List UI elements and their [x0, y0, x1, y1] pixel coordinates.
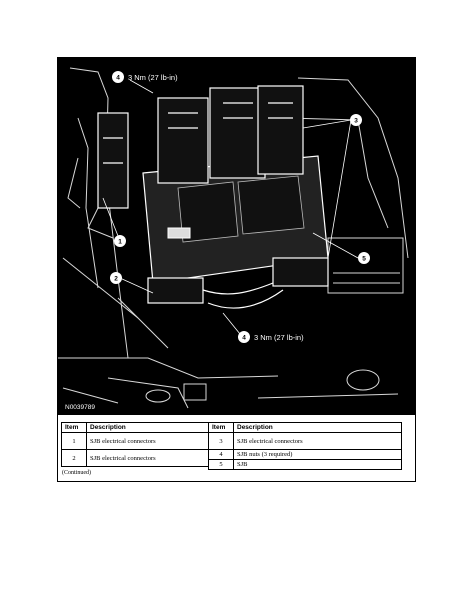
item-number: 1 — [61, 432, 87, 450]
callout-1: 1 — [114, 235, 126, 247]
item-description: SJB electrical connectors — [233, 432, 402, 450]
column-header-item: Item — [61, 422, 87, 433]
callout-5: 5 — [358, 252, 370, 264]
callout-number: 3 — [354, 118, 358, 125]
callout-4-top: 4 3 Nm (27 lb-in) — [112, 71, 178, 83]
callout-2: 2 — [110, 272, 122, 284]
table-header-row: Item Description — [208, 422, 402, 433]
table-header-row: Item Description — [61, 422, 233, 433]
item-description: SJB electrical connectors — [86, 449, 233, 467]
item-number: 5 — [208, 459, 234, 470]
table-row: 1 SJB electrical connectors — [61, 432, 233, 450]
table-row: 3 SJB electrical connectors — [208, 432, 402, 450]
bottom-connectors — [147, 257, 329, 309]
table-area: Item Description 1 SJB electrical connec… — [58, 415, 415, 481]
item-description: SJB nuts (3 required) — [233, 449, 402, 460]
sjb-illustration: 4 3 Nm (27 lb-in) 3 1 2 5 4 3 Nm (27 lb-… — [58, 58, 415, 418]
callout-number: 1 — [118, 239, 122, 246]
item-number: 2 — [61, 449, 87, 467]
callout-number: 2 — [114, 276, 118, 283]
column-header-description: Description — [233, 422, 402, 433]
torque-label: 3 Nm (27 lb-in) — [254, 333, 304, 342]
table-row: 4 SJB nuts (3 required) — [208, 449, 402, 460]
torque-label: 3 Nm (27 lb-in) — [128, 73, 178, 82]
figure-frame: 4 3 Nm (27 lb-in) 3 1 2 5 4 3 Nm (27 lb-… — [57, 57, 416, 482]
item-description: SJB — [233, 459, 402, 470]
callout-3: 3 — [350, 114, 362, 126]
item-number: 4 — [208, 449, 234, 460]
callout-number: 4 — [242, 335, 246, 342]
table-row: 2 SJB electrical connectors — [61, 449, 233, 467]
top-connectors — [97, 85, 304, 209]
item-number: 3 — [208, 432, 234, 450]
legend-table-right: Item Description 3 SJB electrical connec… — [208, 422, 402, 470]
callout-4-bottom: 4 3 Nm (27 lb-in) — [238, 331, 304, 343]
column-header-item: Item — [208, 422, 234, 433]
continued-note: (Continued) — [62, 470, 91, 476]
structure-lines — [58, 67, 409, 409]
figure-id: N0039789 — [65, 404, 95, 411]
callout-number: 5 — [362, 256, 366, 263]
leader-lines — [102, 79, 359, 335]
table-row: 5 SJB — [208, 459, 402, 470]
callout-number: 4 — [116, 75, 120, 82]
legend-table-left: Item Description 1 SJB electrical connec… — [61, 422, 233, 467]
